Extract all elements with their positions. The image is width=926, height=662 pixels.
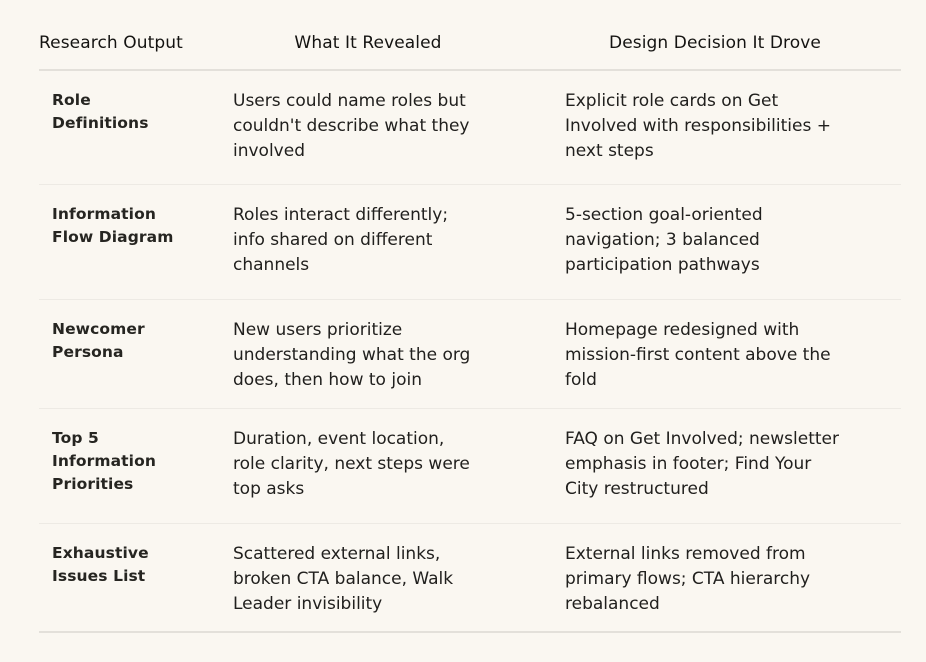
column-header-research-output: Research Output [39,32,183,53]
cell-what-it-revealed: Scattered external links, broken CTA bal… [233,544,454,614]
table-row: Role Definitions Users could name roles … [39,71,901,185]
table-row: Newcomer Persona New users prioritize un… [39,300,901,409]
cell-research-output: Exhaustive Issues List [52,544,149,585]
cell-design-decision: External links removed from primary flow… [565,544,811,614]
cell-design-decision: 5-section goal-oriented navigation; 3 ba… [565,205,763,275]
cell-research-output: Information Flow Diagram [52,205,174,246]
cell-what-it-revealed: Users could name roles but couldn't desc… [233,91,470,161]
table-row: Top 5 Information Priorities Duration, e… [39,409,901,524]
table-row: Information Flow Diagram Roles interact … [39,185,901,300]
cell-design-decision: Explicit role cards on Get Involved with… [565,91,831,161]
cell-what-it-revealed: New users prioritize understanding what … [233,320,471,390]
table-row: Exhaustive Issues List Scattered externa… [39,524,901,633]
cell-research-output: Role Definitions [52,91,149,132]
cell-research-output: Top 5 Information Priorities [52,429,156,493]
table-header-row: Research Output What It Revealed Design … [39,0,901,71]
cell-what-it-revealed: Roles interact differently; info shared … [233,205,449,275]
column-header-what-it-revealed: What It Revealed [294,32,442,53]
cell-research-output: Newcomer Persona [52,320,145,361]
cell-what-it-revealed: Duration, event location, role clarity, … [233,429,470,499]
cell-design-decision: FAQ on Get Involved; newsletter emphasis… [565,429,839,499]
cell-design-decision: Homepage redesigned with mission-first c… [565,320,831,390]
column-header-design-decision: Design Decision It Drove [609,32,821,53]
